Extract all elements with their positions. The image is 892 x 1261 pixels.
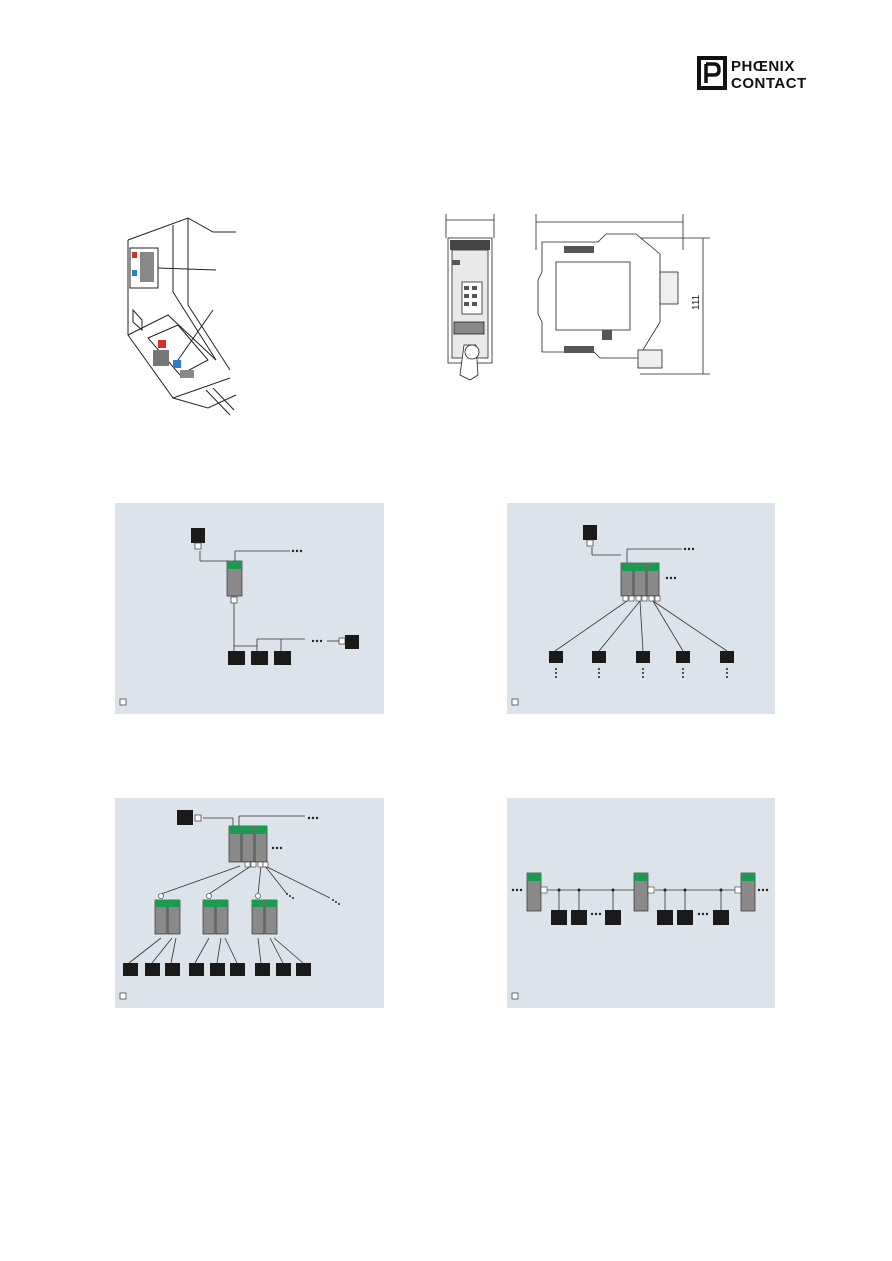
product-illustration xyxy=(118,210,248,420)
phoenix-contact-logo: PHŒNIX CONTACT xyxy=(697,56,833,92)
side-view-drawing: 111 xyxy=(528,210,728,385)
logo-line1: PHŒNIX xyxy=(731,58,795,75)
height-dimension-label: 111 xyxy=(691,294,702,310)
topology-panel-4 xyxy=(507,798,775,1008)
topology-panel-3 xyxy=(115,798,384,1008)
legend-connector-icon xyxy=(119,698,127,706)
topology-panel-2 xyxy=(507,503,775,714)
topology-panel-1 xyxy=(115,503,384,714)
logo-line2: CONTACT xyxy=(731,75,807,92)
device-icon xyxy=(191,528,205,543)
front-view-drawing xyxy=(440,210,500,385)
